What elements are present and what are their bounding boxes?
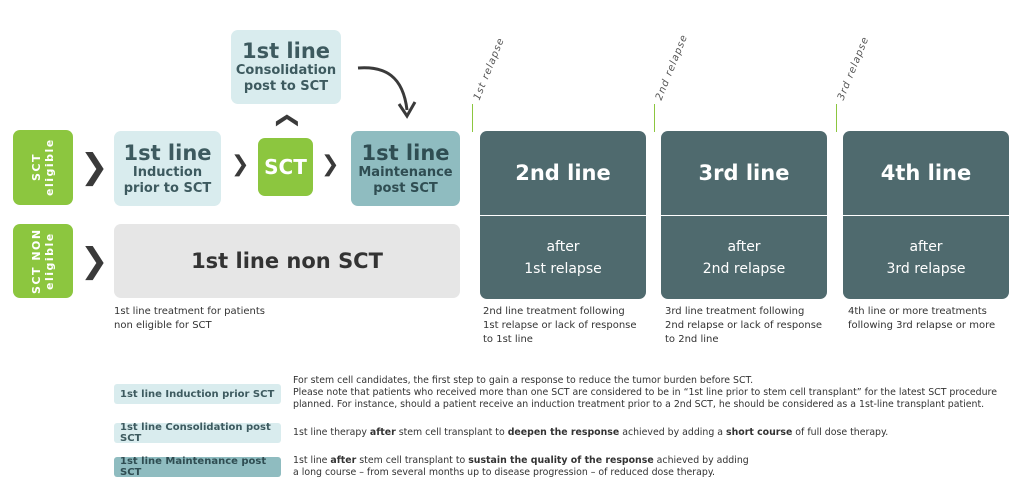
maintenance-sub: Maintenance post SCT — [358, 164, 453, 196]
line-title: 2nd line — [515, 161, 611, 185]
chevron-right-icon: ❯ — [80, 241, 109, 281]
chevron-right-icon: ❯ — [321, 152, 340, 177]
induction-sub: Induction prior to SCT — [123, 164, 212, 196]
legend-line: planned. For instance, should a patient … — [293, 399, 985, 410]
emphasis-text: after — [330, 455, 357, 466]
description-line: to 1st line — [483, 334, 533, 345]
plain-text: achieved by adding — [653, 455, 749, 466]
line-box-3: 3rd line after 2nd relapse — [661, 131, 827, 299]
legend-tag-induction: 1st line Induction prior SCT — [114, 384, 281, 404]
sct-label: SCT — [264, 155, 307, 179]
non-sct-box: 1st line non SCT — [114, 224, 460, 298]
sct-eligible-label: SCT eligible — [30, 138, 56, 197]
legend-line: 1st line after stem cell transplant to s… — [293, 455, 1018, 467]
induction-box: 1st line Induction prior to SCT — [114, 131, 221, 206]
legend-tag-label: 1st line Consolidation post SCT — [120, 422, 271, 444]
plain-text: of full dose therapy. — [792, 427, 889, 438]
line-after: after — [546, 238, 580, 255]
line-box-header: 2nd line — [480, 131, 646, 215]
line-box-header: 4th line — [843, 131, 1009, 215]
description-line: non eligible for SCT — [114, 320, 212, 331]
sct-eligible-tag: SCT eligible — [13, 130, 73, 205]
legend-tag-label: 1st line Induction prior SCT — [120, 388, 275, 400]
relapse-marker-label: 2nd relapse — [653, 32, 691, 102]
legend-text-maintenance: 1st line after stem cell transplant to s… — [293, 455, 1018, 479]
description-line: 3rd line treatment following — [665, 306, 805, 317]
line-box-4: 4th line after 3rd relapse — [843, 131, 1009, 299]
chevron-right-icon: ❯ — [80, 147, 109, 187]
legend-tag-maintenance: 1st line Maintenance post SCT — [114, 456, 281, 478]
description-line: to 2nd line — [665, 334, 719, 345]
induction-title: 1st line — [123, 140, 212, 165]
line-relapse: 1st relapse — [524, 260, 602, 277]
line-box-header: 3rd line — [661, 131, 827, 215]
consolidation-title: 1st line — [241, 39, 331, 63]
legend-tag-label: 1st line Maintenance post SCT — [120, 456, 267, 478]
relapse-marker-line — [836, 104, 837, 132]
relapse-marker-label: 3rd relapse — [835, 34, 872, 102]
description-line: 1st relapse or lack of response — [483, 320, 637, 331]
non-sct-description: 1st line treatment for patients non elig… — [114, 305, 314, 333]
line-box-2: 2nd line after 1st relapse — [480, 131, 646, 299]
consolidation-box: 1st line Consolidation post to SCT — [231, 30, 341, 104]
line-2-description: 2nd line treatment following 1st relapse… — [483, 305, 658, 347]
chevron-up-icon: ❯ — [273, 111, 299, 130]
description-line: following 3rd relapse or more — [848, 320, 996, 331]
consolidation-sub: Consolidation post to SCT — [235, 63, 337, 94]
maintenance-box: 1st line Maintenance post SCT — [351, 131, 460, 206]
chevron-right-icon: ❯ — [231, 152, 250, 177]
line-3-description: 3rd line treatment following 2nd relapse… — [665, 305, 840, 347]
legend-text-consolidation: 1st line therapy after stem cell transpl… — [293, 427, 1018, 439]
line-box-footer: after 1st relapse — [480, 215, 646, 299]
emphasis-text: after — [369, 427, 396, 438]
relapse-marker-line — [472, 104, 473, 132]
legend-tag-consolidation: 1st line Consolidation post SCT — [114, 422, 281, 444]
legend-text-induction: For stem cell candidates, the first step… — [293, 375, 1018, 411]
description-line: 2nd line treatment following — [483, 306, 625, 317]
line-after: after — [909, 238, 943, 255]
line-title: 3rd line — [698, 161, 790, 185]
plain-text: 1st line therapy — [293, 427, 370, 438]
line-4-description: 4th line or more treatments following 3r… — [848, 305, 1018, 333]
plain-text: achieved by adding a — [619, 427, 727, 438]
legend-line: a long course – from several months up t… — [293, 467, 1018, 479]
sct-non-eligible-tag: SCT NON eligible — [13, 224, 73, 298]
plain-text: stem cell transplant to — [395, 427, 508, 438]
sct-non-eligible-label: SCT NON eligible — [30, 228, 56, 294]
relapse-marker-line — [654, 104, 655, 132]
description-line: 4th line or more treatments — [848, 306, 987, 317]
plain-text: a long course – from several months up t… — [293, 467, 716, 478]
line-relapse: 2nd relapse — [702, 260, 786, 277]
maintenance-title: 1st line — [361, 140, 450, 165]
emphasis-text: sustain the quality of the response — [468, 455, 654, 466]
line-title: 4th line — [880, 161, 972, 185]
non-sct-label: 1st line non SCT — [191, 249, 383, 273]
plain-text: stem cell transplant to — [356, 455, 469, 466]
line-box-footer: after 3rd relapse — [843, 215, 1009, 299]
line-box-footer: after 2nd relapse — [661, 215, 827, 299]
plain-text: 1st line — [293, 455, 331, 466]
legend-line: For stem cell candidates, the first step… — [293, 375, 754, 386]
line-relapse: 3rd relapse — [886, 260, 966, 277]
emphasis-text: short course — [726, 427, 793, 438]
description-line: 2nd relapse or lack of response — [665, 320, 823, 331]
emphasis-text: deepen the response — [507, 427, 620, 438]
sct-box: SCT — [258, 138, 313, 196]
description-line: 1st line treatment for patients — [114, 306, 265, 317]
curved-arrow-icon — [357, 66, 417, 119]
relapse-marker-label: 1st relapse — [471, 36, 507, 102]
legend-line: Please note that patients who received m… — [293, 387, 997, 398]
line-after: after — [727, 238, 761, 255]
